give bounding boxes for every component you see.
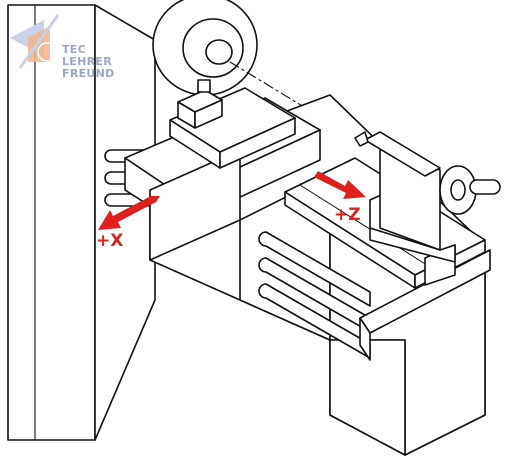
- axis-arrows: [98, 171, 366, 230]
- tool-post: [177, 79, 223, 129]
- logo-mark: [10, 14, 60, 69]
- z-axis-arrow: [314, 171, 366, 199]
- chuck: [152, 0, 258, 96]
- tailstock-quill: [354, 131, 441, 177]
- x-axis-label: +X: [96, 231, 124, 251]
- logo-text-tec: TEC: [62, 43, 86, 56]
- tailstock-handwheel: [439, 165, 501, 215]
- bed-rods: [258, 231, 371, 359]
- z-axis-label: +Z: [334, 205, 361, 225]
- tailstock: [369, 144, 456, 286]
- logo-text-freund: FREUND: [62, 67, 115, 80]
- headstock: [7, 4, 156, 441]
- x-axis-arrow: [98, 196, 160, 230]
- logo-text-lehrer: LEHRER: [62, 55, 112, 68]
